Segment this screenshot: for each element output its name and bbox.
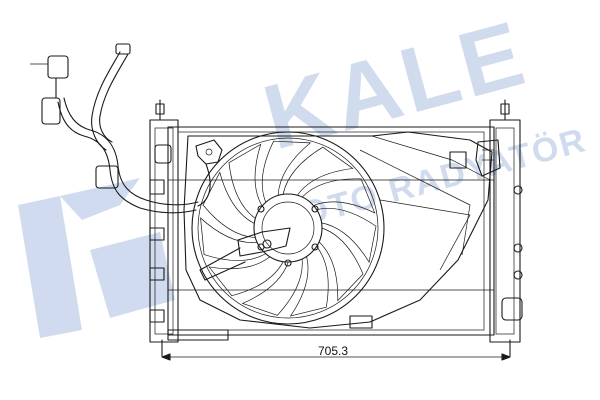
fan-blade [202,171,256,238]
top-harness-connector [195,139,223,165]
watermark-k-shape [18,178,175,338]
left-tank [149,99,179,357]
wiring-harness [30,43,211,214]
fan-blade [282,146,354,196]
fan-blade [261,140,312,203]
fan-blade [318,227,364,302]
fan-blade [289,246,329,317]
fan-blades [200,140,377,317]
fan-blade [301,178,376,214]
motor-connector [199,227,291,281]
right-tank [489,99,523,357]
fan-blade [200,217,266,261]
watermark-logo: KALE OTO RADYATÖR [18,2,591,338]
fan-blade [241,258,303,316]
fan-blade [316,207,377,264]
fan-blade [228,143,263,219]
fan-outer-ring [191,131,385,325]
dimension-label: 705.3 [318,344,348,358]
fan-shroud [183,131,493,329]
fan-blade [208,256,284,297]
right-shroud-connector [475,139,501,177]
width-dimension: 705.3 [161,344,511,361]
bottom-bracket [167,315,373,341]
